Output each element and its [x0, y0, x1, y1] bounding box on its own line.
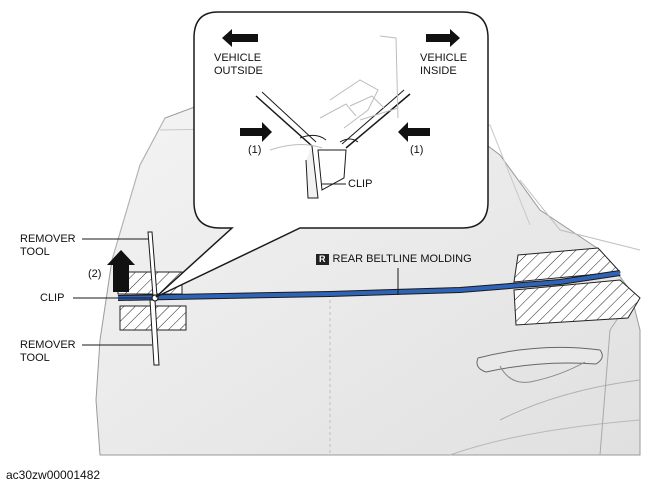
- clip-callout-label: CLIP: [348, 178, 373, 190]
- rear-beltline-molding-color: [117, 271, 621, 300]
- molding-badge: R: [316, 254, 329, 265]
- clip-main-label: CLIP: [40, 292, 65, 304]
- up-arrow-icon: [107, 250, 135, 292]
- vehicle-outside-label: VEHICLE OUTSIDE: [214, 52, 263, 77]
- vehicle-inside-arrow-icon: [426, 29, 460, 47]
- callout-detail: [255, 89, 411, 199]
- step-1-left-label: (1): [248, 144, 262, 156]
- remover-tool-top-label: REMOVER TOOL: [20, 233, 76, 258]
- push-arrow-left-icon: [240, 122, 272, 142]
- vehicle-outside-arrow-icon: [222, 29, 258, 47]
- remover-tool-bottom-label: REMOVER TOOL: [20, 339, 76, 364]
- callout-background-parts: [269, 35, 399, 151]
- push-arrow-right-icon: [398, 122, 430, 142]
- door-handle: [476, 346, 603, 383]
- step-2-label: (2): [88, 268, 102, 280]
- molding-name: REAR BELTLINE MOLDING: [332, 253, 472, 265]
- step-1-right-label: (1): [410, 144, 424, 156]
- vehicle-inside-label: VEHICLE INSIDE: [420, 52, 468, 77]
- hatched-area-rear-lower: [513, 279, 641, 326]
- hatched-area-rear-upper: [513, 247, 622, 283]
- figure-caption: ac30zw00001482: [6, 468, 101, 482]
